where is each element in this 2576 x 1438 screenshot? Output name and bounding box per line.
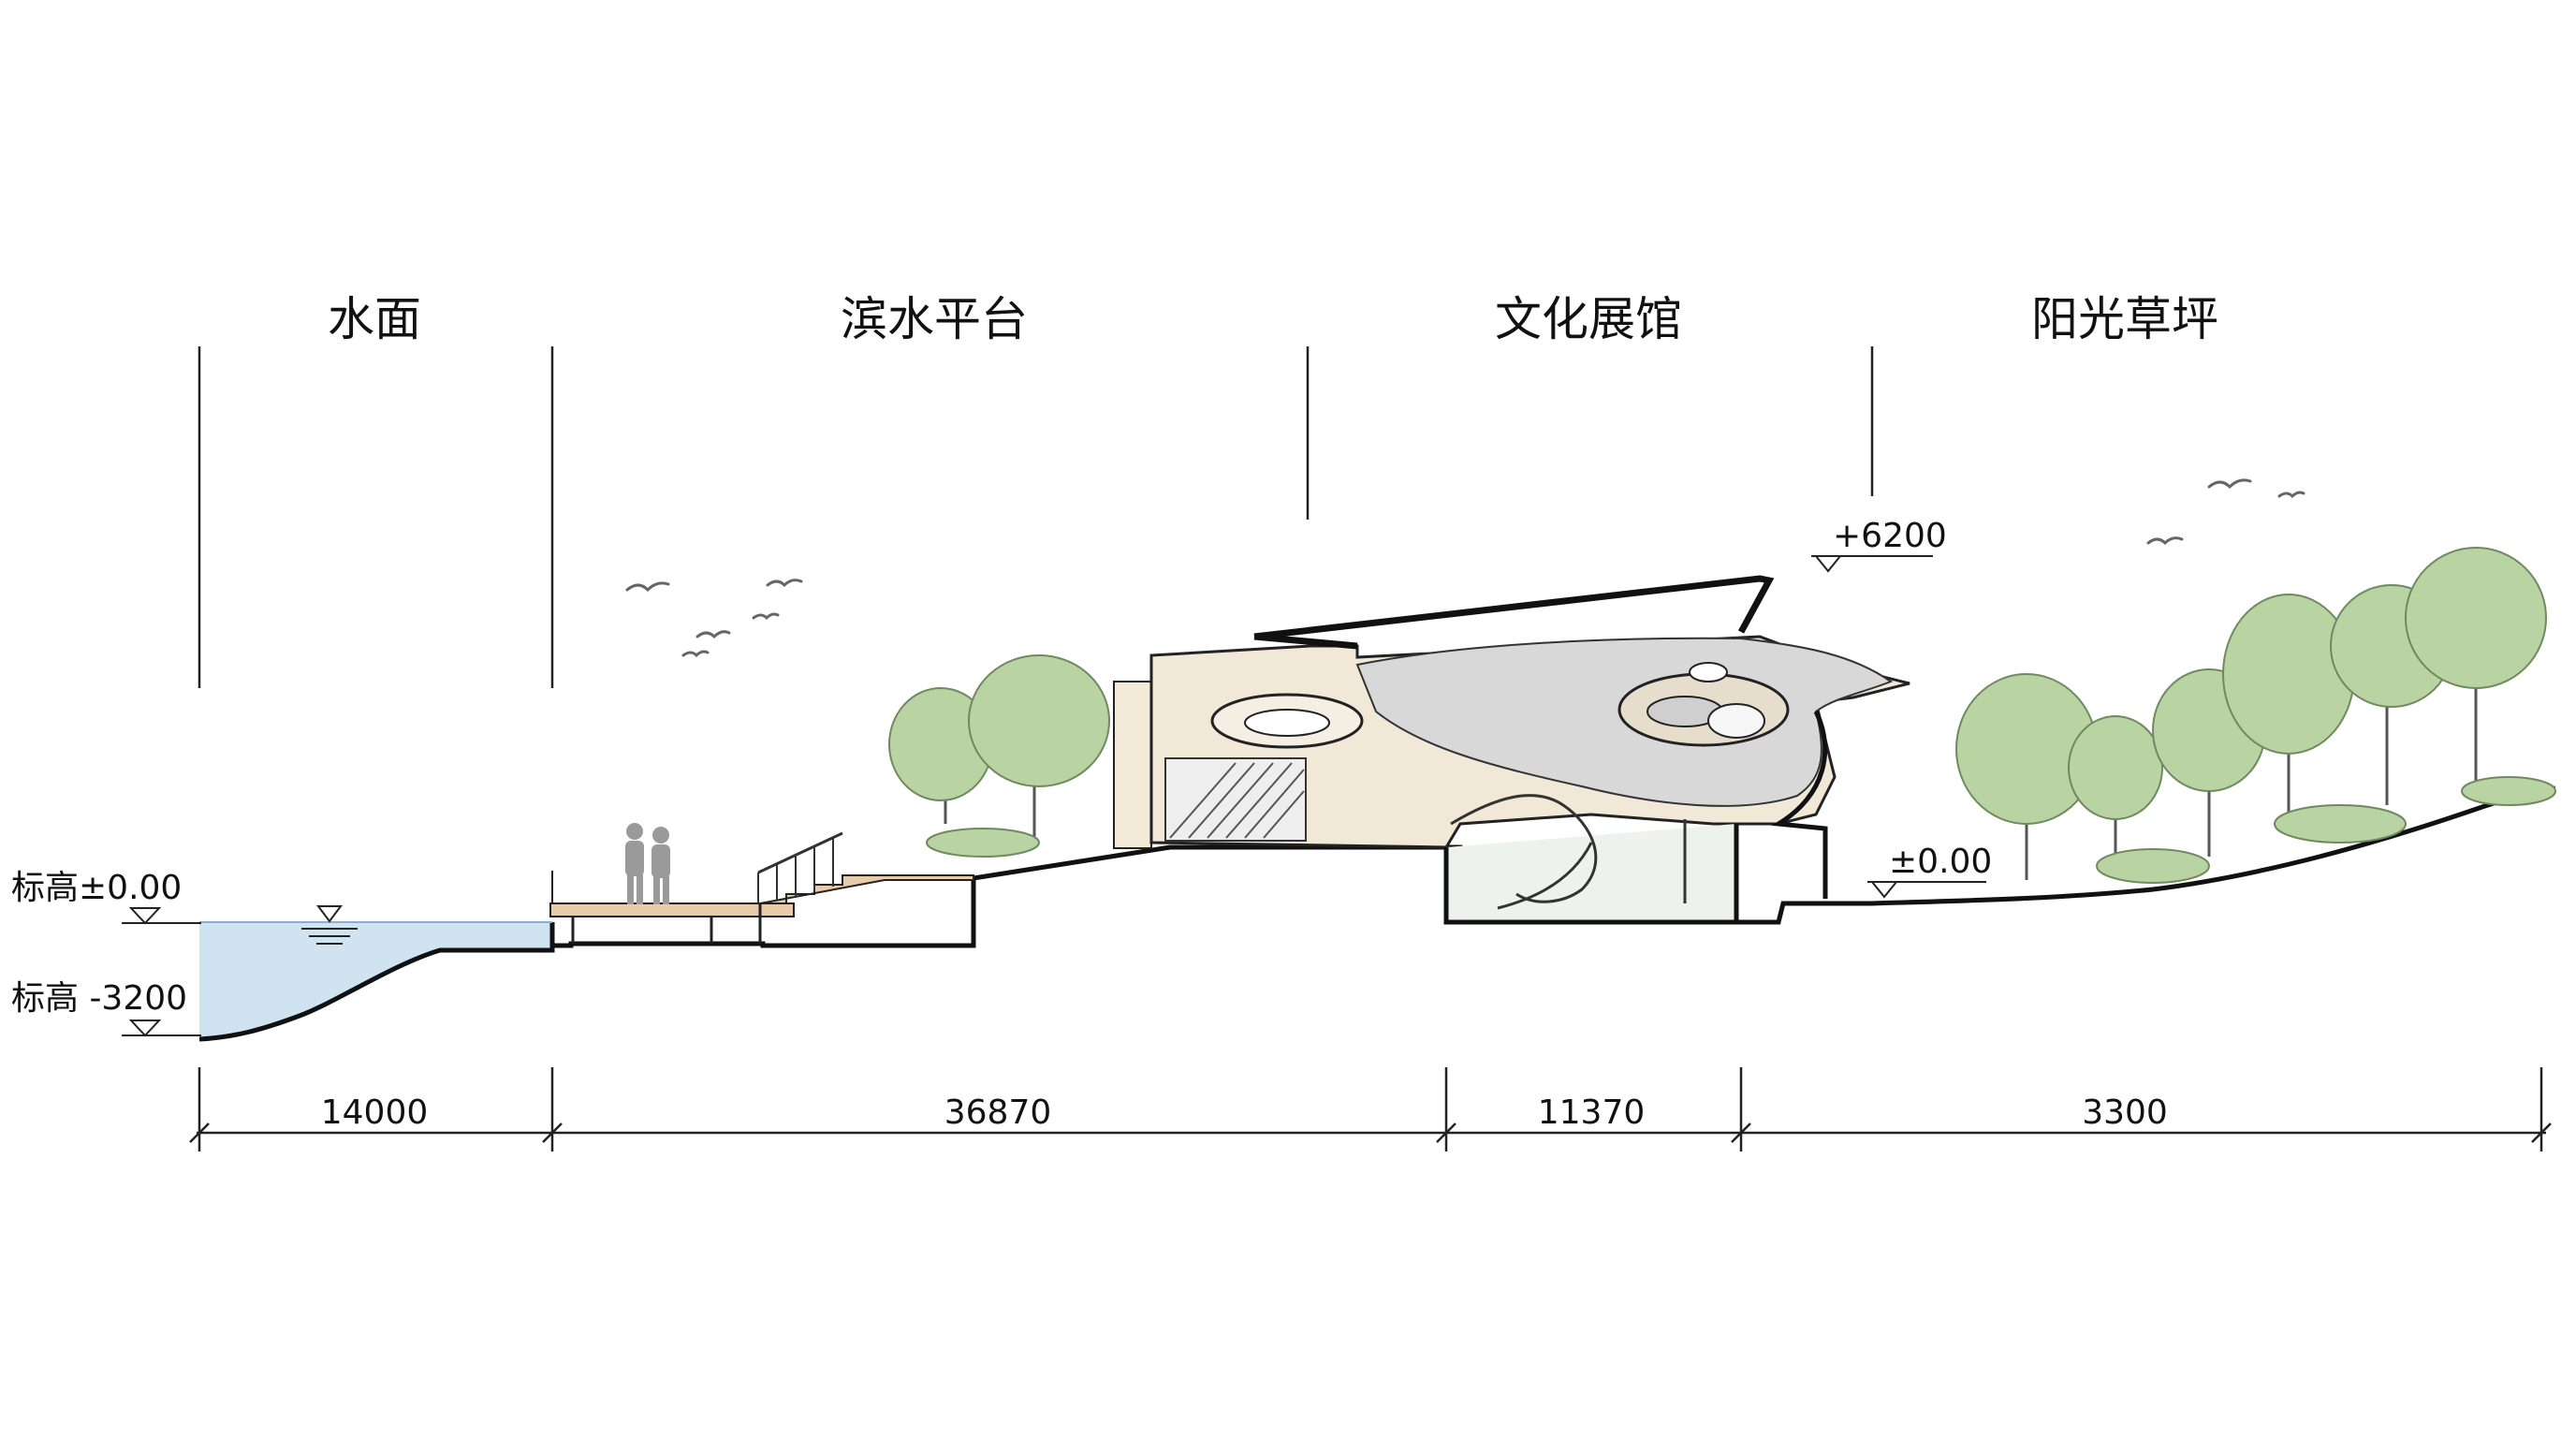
elevation-marker-roof	[1811, 555, 1933, 573]
water-bed-line	[198, 922, 555, 1042]
zone-label-sunny-lawn: 阳光草坪	[2031, 292, 2218, 346]
dimension-sunny-lawn: 3300	[2082, 1093, 2168, 1132]
dimension-water: 14000	[321, 1093, 429, 1132]
elevation-roof-top: +6200	[1833, 517, 1947, 555]
dimension-culture-pavilion: 11370	[1538, 1093, 1646, 1132]
zone-label-culture-pavilion: 文化展馆	[1495, 292, 1682, 346]
people-silhouettes	[625, 823, 670, 904]
waterfront-deck	[549, 831, 974, 944]
zone-label-waterfront-platform: 滨水平台	[841, 292, 1028, 346]
elevation-marker-lawn	[1867, 881, 1986, 899]
trees	[888, 547, 2556, 884]
zone-label-water: 水面	[328, 292, 421, 346]
birds	[625, 478, 2305, 658]
elevation-marker-bottom	[122, 1020, 201, 1037]
water-body	[199, 922, 552, 1039]
elevation-lawn-level: ±0.00	[1889, 843, 1992, 881]
elevation-marker-top	[122, 907, 201, 925]
dimension-line	[189, 1067, 2552, 1152]
elevation-water-bottom: 标高 -3200	[11, 979, 187, 1018]
water-level-symbol	[301, 905, 358, 945]
culture-pavilion-building	[1113, 575, 1910, 925]
dimension-waterfront-platform: 36870	[944, 1093, 1052, 1132]
zone-separators	[198, 346, 1874, 688]
elevation-water-level: 标高±0.00	[11, 869, 182, 907]
